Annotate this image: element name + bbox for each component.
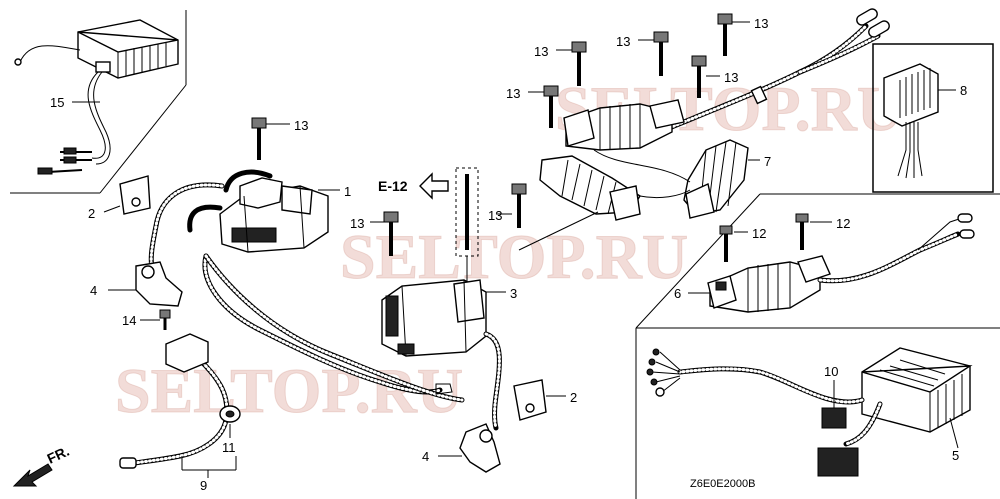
connector-10 xyxy=(821,407,847,429)
callout-13-e: 13 xyxy=(724,70,738,85)
inset-panel-regulator-5: 10 5 Z6E0E2000B xyxy=(635,328,973,499)
callout-13-c: 13 xyxy=(616,34,630,49)
callout-7: 7 xyxy=(764,154,771,169)
bolt-13-b: 13 xyxy=(534,41,587,86)
grommet-11: 11 xyxy=(219,405,241,455)
callout-10: 10 xyxy=(824,364,838,379)
callout-12-left: 12 xyxy=(752,226,766,241)
bolt-13-h: 13 xyxy=(251,117,308,160)
callout-13-b: 13 xyxy=(534,44,548,59)
bolt-13-d: 13 xyxy=(717,13,768,56)
ignition-coil-1: 1 xyxy=(219,177,351,253)
bolt-12-left xyxy=(719,225,733,262)
coil-lower-right xyxy=(683,139,749,219)
callout-13-a: 13 xyxy=(506,86,520,101)
regulator-rectifier-8 xyxy=(883,63,939,127)
bolt-13-g: 13 xyxy=(350,211,399,256)
callout-6: 6 xyxy=(674,286,681,301)
watermark-middle: SELTOP.RU xyxy=(340,221,688,292)
grommet-2-right: 2 xyxy=(513,379,577,421)
callout-5: 5 xyxy=(952,448,959,463)
callout-4-right: 4 xyxy=(422,449,429,464)
harness-box xyxy=(165,333,209,373)
spark-plug-cap-4-left: 4 xyxy=(90,261,183,307)
connector-pins-15 xyxy=(37,147,92,175)
arrow-down-left-icon xyxy=(12,463,53,487)
bolt-14: 14 xyxy=(122,309,171,330)
inset-panel-regulator-15: 15 xyxy=(10,10,187,194)
callout-2-left: 2 xyxy=(88,206,95,221)
diagram-code: Z6E0E2000B xyxy=(690,478,755,490)
bolt-13-c: 13 xyxy=(616,31,669,76)
callout-13-f: 13 xyxy=(488,208,502,223)
callout-2-right: 2 xyxy=(570,390,577,405)
arrow-left-icon xyxy=(419,172,449,200)
bolt-12-right xyxy=(795,213,809,250)
callout-11: 11 xyxy=(222,440,236,455)
spark-plug-cap-4-right: 4 xyxy=(422,423,501,473)
bolt-13-a: 13 xyxy=(506,85,559,128)
bolt-13-e: 13 xyxy=(691,55,738,98)
callout-9: 9 xyxy=(200,478,207,493)
callout-15: 15 xyxy=(50,95,64,110)
callout-8: 8 xyxy=(960,83,967,98)
callout-3: 3 xyxy=(510,286,517,301)
inset-panel-regulator-8: 8 xyxy=(872,43,994,193)
bolt-13-f: 13 xyxy=(488,183,599,251)
callout-13-h: 13 xyxy=(294,118,308,133)
callout-14: 14 xyxy=(122,313,136,328)
lighting-coil-assembly-7: 7 xyxy=(539,8,890,221)
callout-1: 1 xyxy=(344,184,351,199)
callout-13-d: 13 xyxy=(754,16,768,31)
reference-e12: E-12 xyxy=(378,167,479,284)
coil-lower-left xyxy=(539,155,641,221)
coil-upper xyxy=(563,99,685,151)
grommet-2-left: 2 xyxy=(88,175,151,221)
reference-label: E-12 xyxy=(378,178,408,194)
inset-panel-charge-coil-6: 12 12 6 xyxy=(635,193,1000,329)
regulator-rectifier-15 xyxy=(77,19,179,79)
ignition-coil-3: 3 xyxy=(381,279,517,357)
direction-label: FR. xyxy=(45,443,72,467)
regulator-rectifier-5 xyxy=(861,347,973,433)
callout-12-right: 12 xyxy=(836,216,850,231)
callout-4-left: 4 xyxy=(90,283,97,298)
wire-harness-9: 9 xyxy=(119,169,502,493)
callout-13-g: 13 xyxy=(350,216,364,231)
charge-coil-6 xyxy=(707,255,831,313)
front-direction-marker: FR. xyxy=(12,443,72,487)
